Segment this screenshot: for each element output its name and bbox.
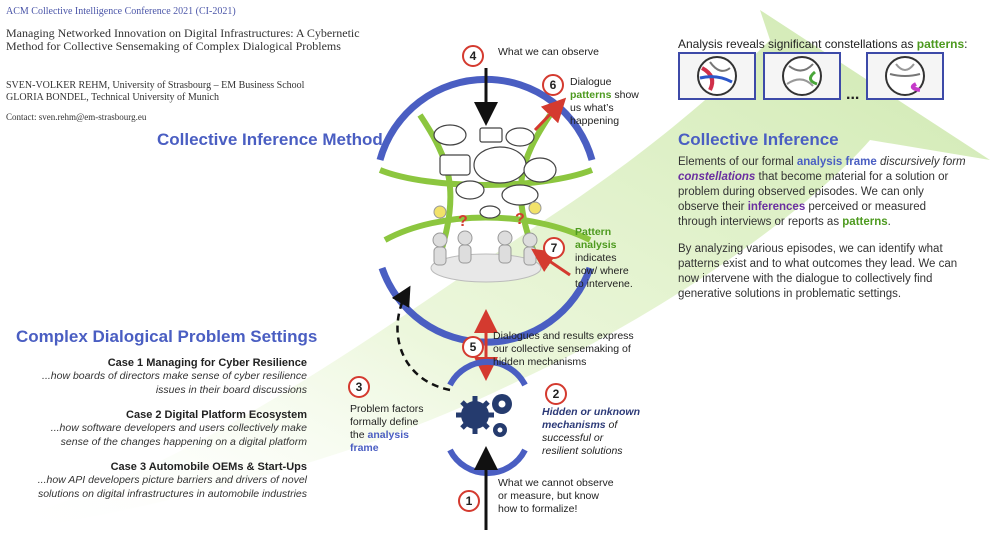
- inference-paragraph-1: Elements of our formal analysis frame di…: [678, 156, 966, 228]
- gears-icon: [456, 394, 512, 437]
- authors: SVEN-VOLKER REHM, University of Strasbou…: [6, 80, 304, 104]
- author-2: GLORIA BONDEL, Technical University of M…: [6, 92, 219, 103]
- author-1: SVEN-VOLKER REHM, University of Strasbou…: [6, 80, 305, 91]
- complex-title: Complex Dialogical Problem Settings: [16, 327, 318, 346]
- step-6-label: Dialogue patterns show us what’s happeni…: [570, 76, 639, 127]
- analysis-reveals: Analysis reveals significant constellati…: [678, 37, 968, 51]
- meeting-table: [430, 230, 542, 283]
- step-5-badge: 5: [462, 336, 484, 358]
- inference-paragraph-2: By analyzing various episodes, we can id…: [678, 243, 958, 300]
- step-2-label: Hidden or unknown mechanisms of successf…: [542, 406, 640, 457]
- svg-text:?: ?: [515, 211, 525, 228]
- method-diagram: ? ?: [376, 68, 596, 530]
- contact: Contact: sven.rehm@em-strasbourg.eu: [6, 112, 147, 122]
- step-1-badge: 1: [458, 490, 480, 512]
- case-1: Case 1 Managing for Cyber Resilience ...…: [42, 357, 307, 396]
- step-5-label: Dialogues and results express our collec…: [493, 330, 634, 368]
- paper-title: Managing Networked Innovation on Digital…: [6, 26, 360, 53]
- step-3-badge: 3: [348, 376, 370, 398]
- cases-list: Case 1 Managing for Cyber Resilience ...…: [0, 357, 307, 501]
- case-3: Case 3 Automobile OEMs & Start-Ups ...ho…: [37, 461, 307, 500]
- step-2-badge: 2: [545, 383, 567, 405]
- pattern-thumbnail-1: [678, 52, 756, 100]
- step-4-badge: 4: [462, 45, 484, 67]
- step-1-label: What we cannot observe or measure, but k…: [498, 477, 614, 515]
- conference-label: ACM Collective Intelligence Conference 2…: [6, 6, 236, 17]
- step-3-label: Problem factors formally define the anal…: [350, 403, 424, 454]
- svg-text:?: ?: [458, 213, 468, 230]
- case-2: Case 2 Digital Platform Ecosystem ...how…: [50, 409, 307, 448]
- step-7-badge: 7: [543, 237, 565, 259]
- inference-title: Collective Inference: [678, 130, 839, 149]
- method-title: Collective Inference Method: [157, 130, 383, 149]
- step-4-label: What we can observe: [498, 46, 599, 58]
- thumbnail-ellipsis: ...: [846, 86, 860, 103]
- thought-clouds: [433, 124, 557, 219]
- pattern-thumbnail-2: [763, 52, 841, 100]
- pattern-thumbnail-3: [866, 52, 944, 100]
- step-7-label: Pattern analysis indicates how/ where to…: [575, 226, 633, 290]
- step-6-badge: 6: [542, 74, 564, 96]
